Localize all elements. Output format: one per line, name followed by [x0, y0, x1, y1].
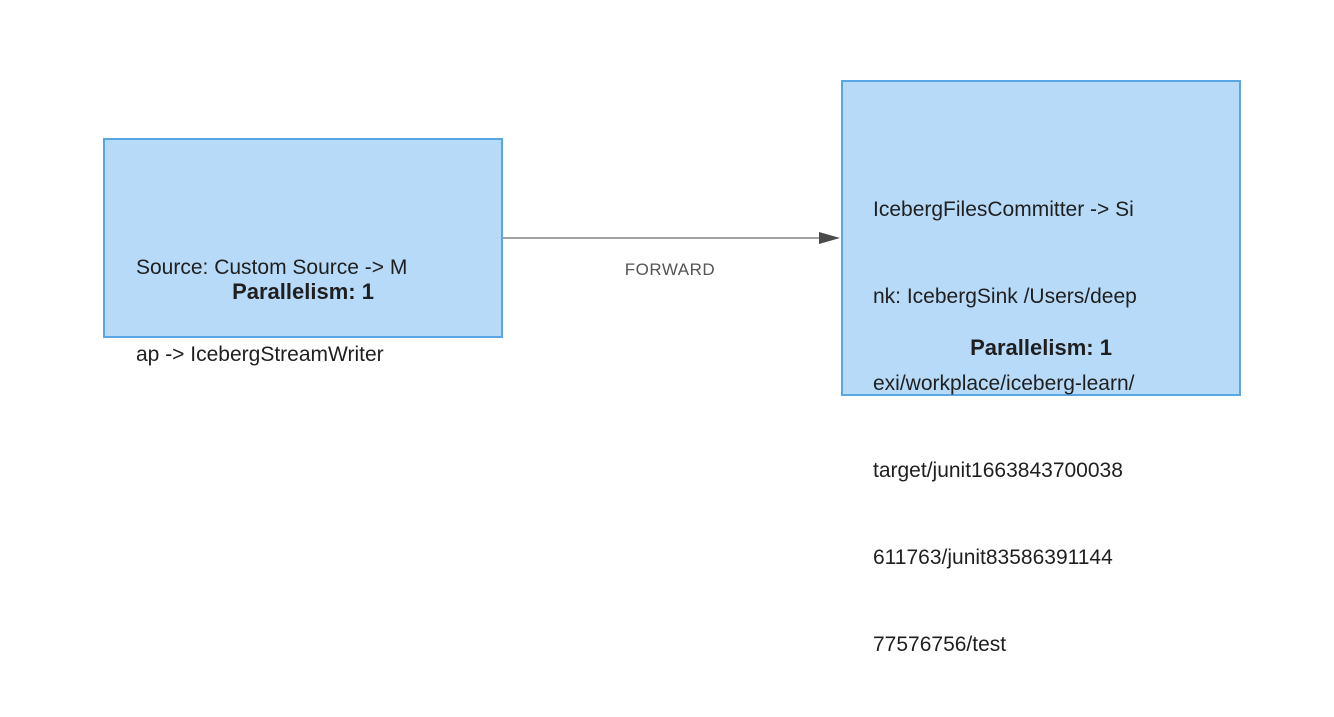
- node-source-description-line: ap -> IcebergStreamWriter: [136, 343, 384, 366]
- node-sink-description-line: 77576756/test: [873, 633, 1007, 656]
- node-source-description-line: Source: Custom Source -> M: [136, 256, 408, 279]
- node-sink-parallelism: Parallelism: 1: [970, 335, 1112, 360]
- node-source-operator[interactable]: Source: Custom Source -> M ap -> Iceberg…: [103, 138, 503, 366]
- node-sink-description-line: 611763/junit83586391144: [873, 546, 1113, 569]
- arrowhead-icon: [819, 232, 840, 244]
- node-source-parallelism: Parallelism: 1: [232, 279, 374, 304]
- node-sink-description-line: nk: IcebergSink /Users/deep: [873, 285, 1137, 308]
- edge-label-forward: FORWARD: [624, 260, 716, 279]
- node-sink-operator[interactable]: IcebergFilesCommitter -> Si nk: IcebergS…: [841, 80, 1241, 656]
- node-sink-description: IcebergFilesCommitter -> Si nk: IcebergS…: [873, 137, 1137, 717]
- node-sink-description-line: exi/workplace/iceberg-learn/: [873, 372, 1135, 395]
- node-sink-description-line: target/junit1663843700038: [873, 459, 1123, 482]
- node-source-description: Source: Custom Source -> M ap -> Iceberg…: [136, 195, 407, 427]
- node-sink-description-line: IcebergFilesCommitter -> Si: [873, 198, 1134, 221]
- job-graph-canvas: FORWARD Source: Custom Source -> M ap ->…: [103, 80, 1241, 656]
